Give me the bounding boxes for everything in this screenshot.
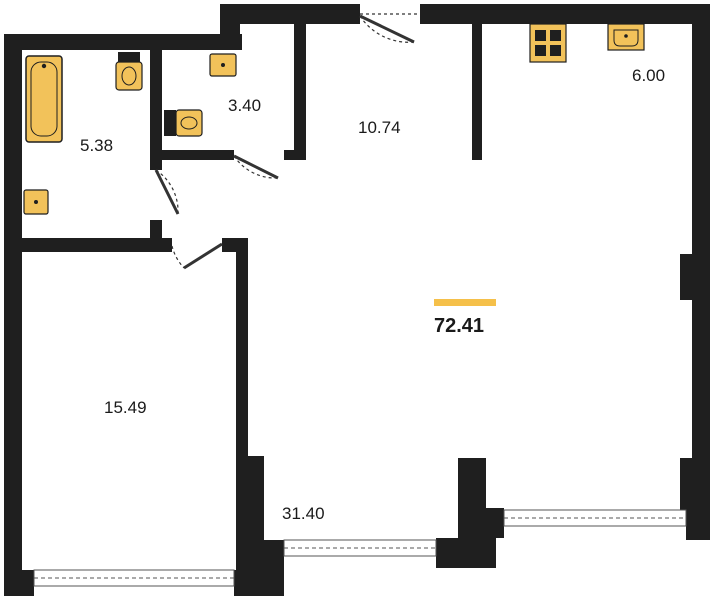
- door-toilet-leaf: [233, 154, 279, 180]
- wall-bottom-left: [4, 570, 34, 596]
- wall-right-pillar-1: [680, 254, 710, 300]
- wall-balcony-pillar: [458, 458, 486, 538]
- door-bedroom-arc: [171, 245, 185, 269]
- walls: [4, 4, 710, 596]
- door-entrance-arc: [359, 15, 415, 43]
- wall-right-mid: [692, 300, 710, 458]
- room-area-bathroom: 5.38: [80, 136, 114, 155]
- door-bathroom-leaf: [154, 169, 180, 215]
- sink-icon: [23, 189, 49, 215]
- wall-balcony-step: [486, 508, 504, 538]
- wall-toilet-right: [294, 20, 306, 160]
- wc-toilet-icon: [164, 109, 203, 137]
- door-entrance-leaf: [359, 14, 415, 44]
- wall-right-pillar-2: [680, 458, 710, 510]
- room-area-bedroom: 15.49: [104, 398, 147, 417]
- wall-bottom-living-right: [436, 538, 496, 568]
- wall-bedroom-top: [22, 238, 172, 252]
- wall-bottom-living-left: [262, 540, 284, 596]
- wall-kitchen-stub: [472, 20, 482, 160]
- wall-right-bottom: [686, 510, 710, 540]
- room-area-toilet: 3.40: [228, 96, 262, 115]
- stove-icon: [529, 23, 567, 63]
- wall-top-right: [420, 4, 710, 24]
- wall-right: [692, 4, 710, 254]
- wall-bath-partition-lower: [150, 220, 162, 252]
- wall-left: [4, 34, 22, 596]
- wall-toilet-bottom: [162, 150, 234, 160]
- room-area-kitchen: 6.00: [632, 66, 666, 85]
- wall-bedroom-right-thick: [236, 456, 264, 596]
- door-toilet-arc: [233, 155, 279, 179]
- door-bathroom-arc: [155, 169, 179, 215]
- wall-top-left: [4, 34, 242, 50]
- windows: [33, 509, 687, 587]
- door-bedroom-leaf: [183, 242, 223, 270]
- wall-bedroom-right: [236, 238, 248, 496]
- room-area-hallway: 10.74: [358, 118, 401, 137]
- room-area-living-room: 31.40: [282, 504, 325, 523]
- toilet-icon: [115, 52, 143, 91]
- kitchen-sink-icon: [607, 23, 645, 51]
- wall-bath-partition: [150, 50, 162, 170]
- total-area-accent-bar: [434, 299, 496, 306]
- fixtures: [23, 23, 645, 215]
- wc-sink-icon: [209, 53, 237, 77]
- doors: [154, 13, 420, 270]
- wall-top-middle: [220, 4, 360, 24]
- total-area: 72.41: [434, 315, 485, 337]
- bathtub-icon: [25, 55, 63, 143]
